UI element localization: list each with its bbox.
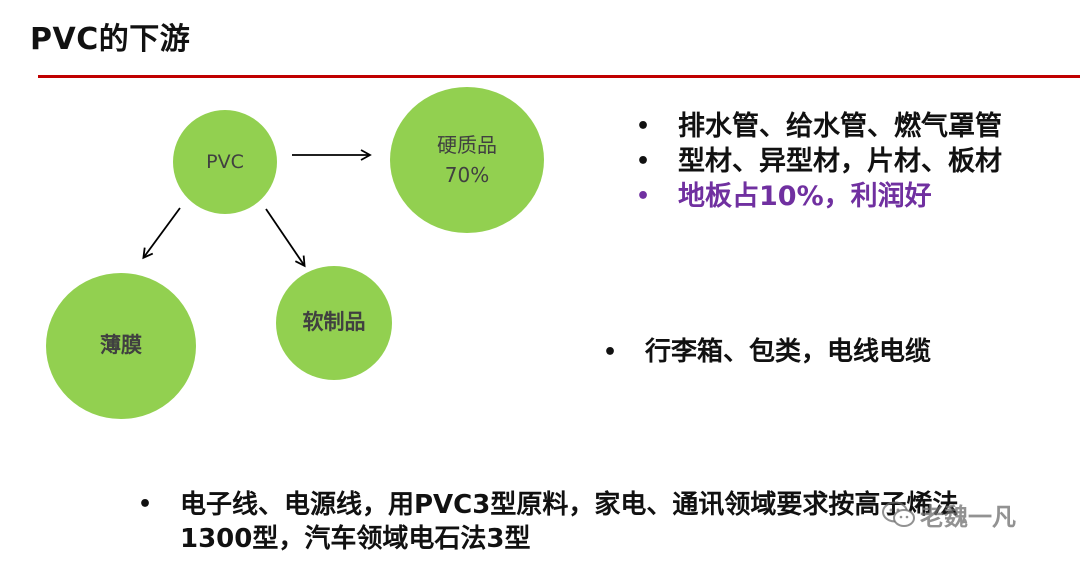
node-pvc: PVC <box>173 110 277 214</box>
list-item: • 型材、异型材，片材、板材 <box>636 144 1002 179</box>
node-hard-products: 硬质品 70% <box>390 87 544 233</box>
node-hard-label: 硬质品 <box>437 133 497 157</box>
bullet-glyph: • <box>636 184 651 209</box>
bullet-glyph: • <box>603 340 618 365</box>
slide-title: PVC的下游 <box>30 22 191 57</box>
node-film: 薄膜 <box>46 273 196 419</box>
list-item-highlight: • 地板占10%，利润好 <box>636 179 1002 214</box>
bullet-glyph: • <box>636 149 651 174</box>
list-item-text: 型材、异型材，片材、板材 <box>678 146 1002 177</box>
soft-uses-list: • 行李箱、包类，电线电缆 <box>603 335 932 370</box>
node-soft-products: 软制品 <box>276 266 392 380</box>
node-film-label: 薄膜 <box>100 333 142 358</box>
film-uses-list: • 电子线、电源线，用PVC3型原料，家电、通讯领域要求按高子烯法 1300型，… <box>138 488 959 556</box>
arrow-pvc-to-soft <box>265 208 306 268</box>
list-item: • 排水管、给水管、燃气罩管 <box>636 109 1002 144</box>
hard-uses-list: • 排水管、给水管、燃气罩管 • 型材、异型材，片材、板材 • 地板占10%，利… <box>636 109 1002 214</box>
list-item-text: 行李箱、包类，电线电缆 <box>645 337 932 367</box>
watermark-text: 老魏一凡 <box>920 503 1016 531</box>
watermark: 老魏一凡 <box>882 497 1016 532</box>
list-item-text-line2: 1300型，汽车领域电石法3型 <box>180 524 531 554</box>
wechat-icon <box>882 501 915 527</box>
bullet-glyph: • <box>636 114 651 139</box>
node-pvc-label: PVC <box>206 150 244 173</box>
list-item-text: 地板占10%，利润好 <box>678 181 932 212</box>
node-hard-share: 70% <box>444 163 490 187</box>
list-item: • 行李箱、包类，电线电缆 <box>603 335 932 370</box>
node-soft-label: 软制品 <box>302 310 366 335</box>
title-divider <box>38 75 1080 78</box>
list-item-text: 排水管、给水管、燃气罩管 <box>678 111 1002 142</box>
arrow-pvc-to-film <box>142 207 181 260</box>
bullet-glyph: • <box>138 492 153 517</box>
list-item-text-line1: 电子线、电源线，用PVC3型原料，家电、通讯领域要求按高子烯法 <box>180 490 959 520</box>
list-item: • 电子线、电源线，用PVC3型原料，家电、通讯领域要求按高子烯法 1300型，… <box>138 488 959 556</box>
